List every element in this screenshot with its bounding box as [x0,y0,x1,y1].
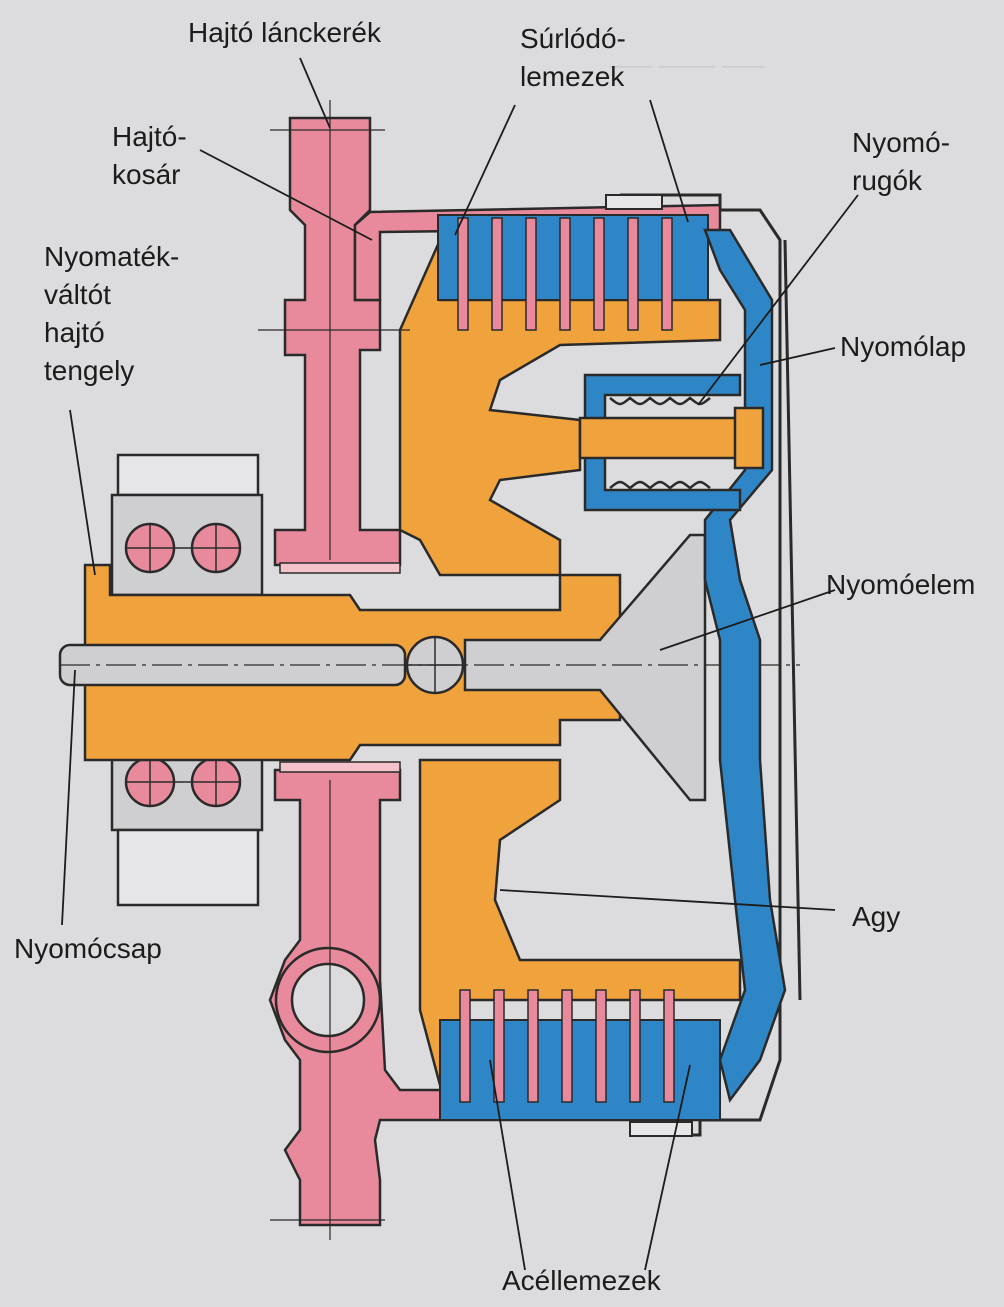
label-agy: Agy [852,901,901,932]
sprocket-hole [274,946,382,1054]
label-hajto-kosar: Hajtó- kosár [112,121,187,190]
label-hajto-lanckerek: Hajtó lánckerék [188,17,381,48]
label-acellemezek: Acéllemezek [502,1265,661,1296]
bolt-head [733,406,765,470]
label-nyomolap: Nyomólap [840,331,967,362]
bearing-block-upper [110,453,264,597]
housing-outline [620,193,802,1137]
housing-tab-upper [605,194,663,210]
plates-lower [439,989,721,1121]
bushing-lower [279,761,401,773]
housing-tab-lower [629,1121,693,1137]
label-surlodo-lemezek: Súrlódó- lemezek [520,23,626,92]
label-nyomatek-valtot: Nyomaték- váltót hajtó tengely [44,241,180,386]
bleed-text: ___ ____ ___ [610,40,765,70]
plates-upper [437,214,709,331]
label-nyomocsap: Nyomócsap [14,933,162,964]
pressure-plate [583,228,787,1103]
label-nyomo-rugok: Nyomó- rugók [852,127,951,196]
axis-lines [258,100,410,1240]
spring-bolt [578,416,742,460]
push-rod [58,533,800,802]
pressure-springs [609,396,711,490]
label-nyomoelem: Nyomóelem [826,569,976,600]
bushing-upper [279,562,401,574]
leader-lines [61,57,859,1271]
